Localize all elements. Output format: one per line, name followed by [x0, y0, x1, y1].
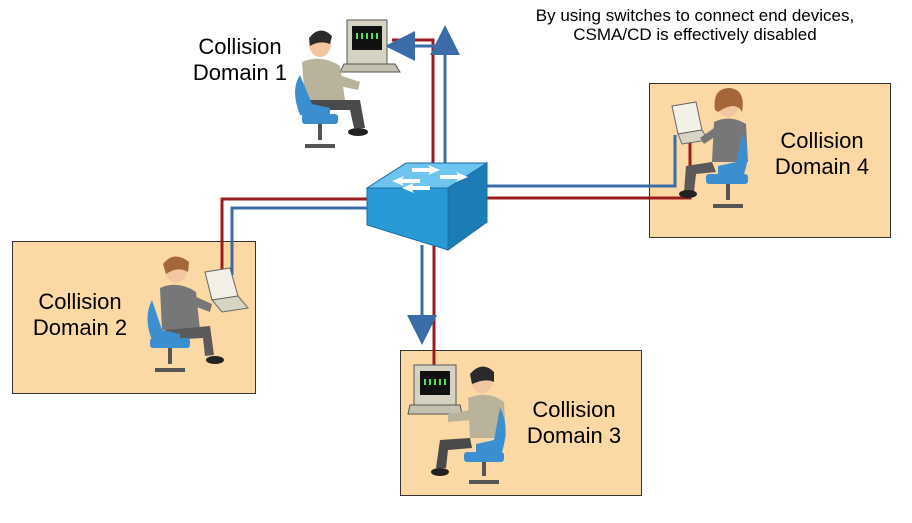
- note-line-1: By using switches to connect end devices…: [535, 6, 855, 25]
- link-domain-4: [486, 135, 692, 200]
- collision-domain-2-label: Collision Domain 2: [20, 289, 140, 341]
- collision-domain-1-label: Collision Domain 1: [180, 34, 300, 86]
- diagram-note: By using switches to connect end devices…: [500, 6, 890, 44]
- person-at-laptop-icon: [147, 256, 249, 372]
- switch-icon: [365, 162, 489, 251]
- domain-1-line-2: Domain 1: [192, 60, 288, 85]
- note-line-2: CSMA/CD is effectively disabled: [573, 25, 817, 44]
- person-at-workstation-icon: [295, 19, 401, 148]
- domain-3-line-1: Collision: [532, 397, 616, 422]
- domain-2-line-1: Collision: [38, 289, 122, 314]
- collision-domain-4-label: Collision Domain 4: [762, 128, 882, 180]
- person-at-laptop-icon: [671, 88, 748, 208]
- link-domain-3: [407, 245, 437, 366]
- domain-4-line-2: Domain 4: [774, 154, 870, 179]
- domain-2-line-2: Domain 2: [32, 315, 128, 340]
- person-at-workstation-icon: [407, 364, 506, 484]
- collision-domain-2-box: [12, 241, 256, 394]
- domain-1-line-1: Collision: [198, 34, 282, 59]
- link-domain-1: [385, 25, 460, 183]
- link-domain-2: [220, 197, 372, 275]
- domain-4-line-1: Collision: [780, 128, 864, 153]
- domain-3-line-2: Domain 3: [526, 423, 622, 448]
- collision-domain-3-label: Collision Domain 3: [514, 397, 634, 449]
